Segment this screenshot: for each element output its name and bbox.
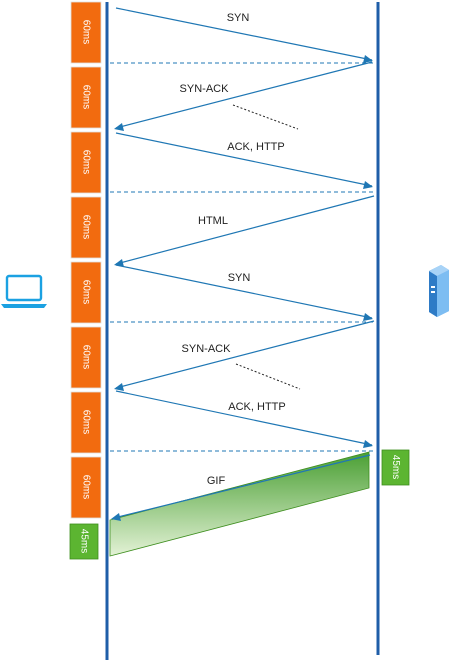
gif-transfer-band — [109, 451, 370, 557]
rtt-duration-label: 60ms — [81, 475, 92, 499]
rtt-duration-4: 60ms — [70, 196, 102, 259]
rtt-duration-8: 60ms — [70, 456, 102, 519]
rtt-duration-label: 60ms — [81, 85, 92, 109]
rtt-duration-label: 60ms — [81, 280, 92, 304]
message-arrow-gif — [113, 454, 371, 519]
client-transfer-duration: 45ms — [69, 523, 99, 560]
message-arrow-ack-http — [115, 390, 373, 446]
rtt-duration-label: 60ms — [81, 410, 92, 434]
annotation-dotted-line — [232, 104, 299, 130]
rtt-duration-label: 60ms — [81, 150, 92, 174]
rtt-duration-label: 60ms — [81, 345, 92, 369]
annotation-dotted-line — [235, 363, 301, 390]
message-label-syn: SYN — [227, 12, 250, 24]
message-arrow-syn — [115, 264, 373, 319]
rtt-duration-1: 60ms — [70, 1, 102, 64]
arrowhead-icon — [363, 440, 373, 448]
transfer-duration-label: 45ms — [79, 529, 90, 553]
rtt-duration-5: 60ms — [70, 261, 102, 324]
rtt-duration-label: 60ms — [81, 215, 92, 239]
message-arrow-syn-ack — [115, 320, 375, 389]
rtt-duration-3: 60ms — [70, 131, 102, 194]
arrowhead-icon — [111, 513, 121, 521]
server-icon — [429, 265, 449, 317]
message-label-html: HTML — [198, 215, 228, 227]
transfer-duration-label: 45ms — [390, 455, 401, 479]
message-label-gif: GIF — [207, 475, 226, 487]
message-label-syn-ack: SYN-ACK — [182, 343, 232, 355]
message-label-ack-http: ACK, HTTP — [227, 141, 284, 153]
message-arrow-html — [115, 195, 375, 265]
rtt-duration-label: 60ms — [81, 20, 92, 44]
rtt-duration-7: 60ms — [70, 391, 102, 454]
arrowhead-icon — [363, 313, 373, 321]
message-label-ack-http: ACK, HTTP — [228, 401, 285, 413]
arrowhead-icon — [363, 181, 373, 189]
rtt-duration-6: 60ms — [70, 326, 102, 389]
message-arrow-syn-ack — [115, 61, 373, 129]
message-arrow-syn — [115, 7, 373, 61]
rtt-duration-2: 60ms — [70, 66, 102, 129]
message-label-syn: SYN — [228, 272, 251, 284]
arrowhead-icon — [363, 55, 373, 63]
arrowhead-icon — [114, 123, 124, 131]
arrowhead-icon — [114, 383, 124, 391]
message-arrow-ack-http — [115, 132, 373, 187]
laptop-icon — [1, 274, 47, 308]
server-transfer-duration: 45ms — [381, 449, 410, 486]
message-label-syn-ack: SYN-ACK — [180, 83, 230, 95]
